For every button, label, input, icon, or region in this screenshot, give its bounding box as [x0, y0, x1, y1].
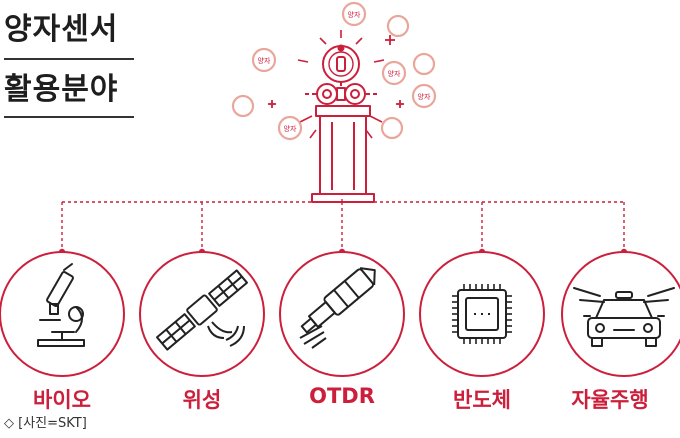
microscope-icon [37, 263, 85, 347]
particle-7 [386, 14, 410, 38]
particle-label: 양자 [388, 69, 401, 78]
category-circle-otdr [279, 251, 405, 377]
category-label-otdr: OTDR [309, 384, 375, 408]
title-underline-2 [4, 116, 134, 118]
particle-3 [381, 60, 407, 86]
particle-5 [277, 115, 303, 141]
quantum-particles [231, 1, 437, 141]
category-label-satellite: 위성 [182, 388, 222, 412]
particle-9 [380, 116, 404, 140]
particle-2 [251, 47, 277, 73]
particle-label: 양자 [284, 124, 297, 133]
fiber-optic-probe-icon [299, 267, 376, 349]
plus-sign-icons [268, 35, 404, 108]
connection-lines [61, 198, 625, 252]
particle-label: 양자 [418, 92, 431, 101]
particle-6 [231, 94, 255, 118]
category-label-autonomous: 자율주행 [571, 388, 649, 412]
category-circle-satellite [139, 251, 265, 377]
category-circle-bio [0, 251, 125, 377]
self-driving-car-icon [573, 287, 675, 347]
title-line-2: 활용분야 [4, 72, 119, 107]
satellite-icon [156, 269, 248, 351]
quantum-sensor-icon [302, 44, 380, 203]
category-label-bio: 바이오 [33, 388, 91, 412]
particle-4 [411, 83, 437, 109]
quantum-particle-labels: 양자 양자 양자 양자 양자 [258, 10, 431, 133]
category-circle-autonomous [561, 251, 680, 377]
microchip-icon [452, 284, 512, 344]
title-line-1: 양자센서 [4, 12, 119, 47]
particle-1 [341, 1, 367, 27]
photo-credit-caption: ◇ [사진=SKT] [4, 416, 87, 431]
particle-label: 양자 [258, 56, 271, 65]
category-label-semiconductor: 반도체 [453, 388, 511, 412]
particle-label: 양자 [348, 10, 361, 19]
particle-8 [412, 52, 436, 76]
title-underline-1 [4, 58, 134, 60]
sensor-rays [297, 30, 385, 139]
